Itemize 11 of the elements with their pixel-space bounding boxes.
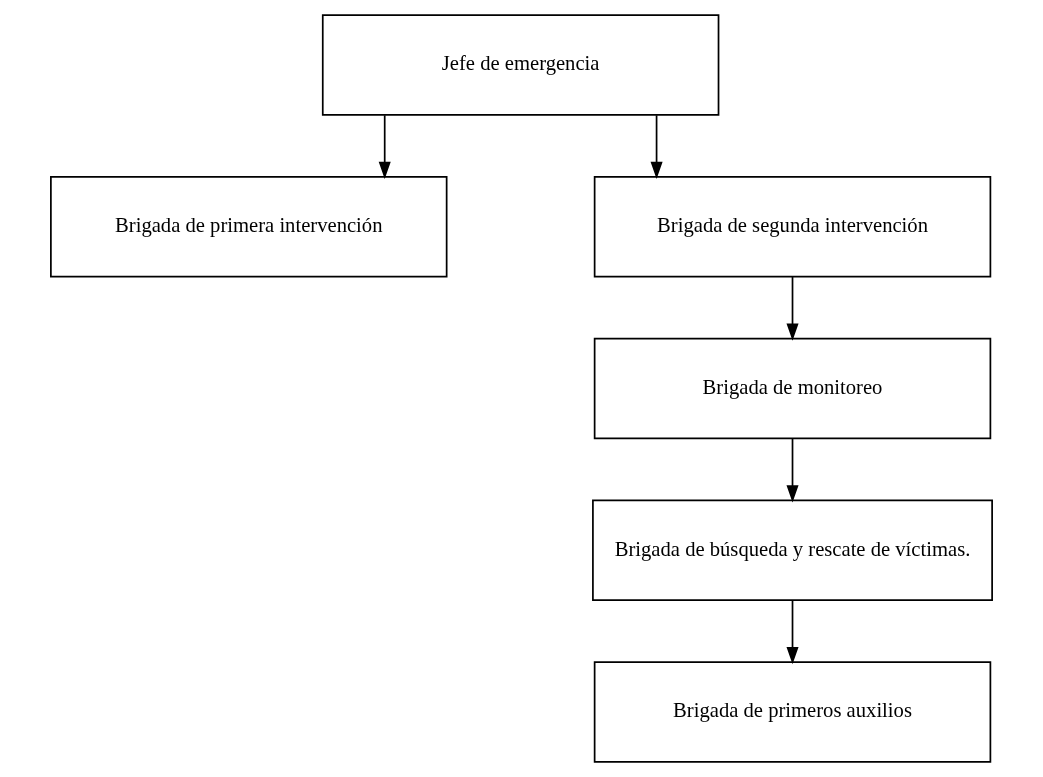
- arrow: [378, 114, 391, 180]
- node-box: Jefe de emergencia: [321, 14, 720, 116]
- node-box: Brigada de monitoreo: [593, 337, 992, 440]
- node-box: Brigada de primera intervención: [50, 176, 448, 278]
- node-box: Brigada de búsqueda y rescate de víctimas.: [592, 499, 993, 601]
- node-box: Brigada de primeros auxilios: [593, 661, 992, 763]
- arrow: [786, 437, 799, 503]
- node-box: Brigada de segunda intervención: [593, 176, 992, 278]
- arrow: [650, 114, 663, 180]
- arrow: [786, 276, 799, 341]
- arrow: [786, 599, 799, 665]
